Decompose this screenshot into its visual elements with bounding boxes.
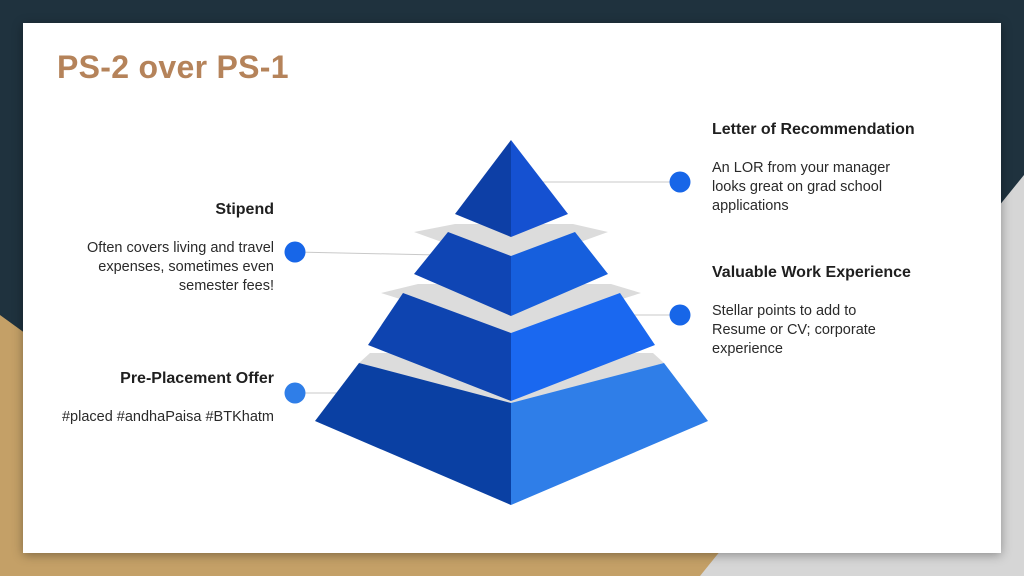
pyramid-diagram — [284, 140, 708, 505]
stipend-heading: Stipend — [215, 201, 274, 218]
experience-block: Valuable Work Experience Stellar points … — [712, 264, 942, 359]
slide-card: PS-2 over PS-1 Letter of Recommendation … — [23, 23, 1001, 553]
pyramid-tier-4-left — [315, 363, 511, 505]
pyramid-tier-1-left — [455, 140, 511, 237]
experience-heading: Valuable Work Experience — [712, 264, 911, 281]
pyramid-tier-2-right — [511, 232, 608, 316]
experience-description: Stellar points to add to Resume or CV; c… — [712, 303, 876, 357]
ppo-block: Pre-Placement Offer #placed #andhaPaisa … — [44, 370, 274, 427]
stipend-description: Often covers living and travel expenses,… — [87, 240, 274, 294]
lor-description: An LOR from your manager looks great on … — [712, 160, 891, 214]
ppo-heading: Pre-Placement Offer — [120, 370, 274, 387]
marker-dot-ppo — [284, 382, 306, 404]
lor-heading: Letter of Recommendation — [712, 121, 915, 138]
lor-block: Letter of Recommendation An LOR from you… — [712, 121, 942, 216]
stipend-block: Stipend Often covers living and travel e… — [44, 201, 274, 296]
pyramid-tier-1-right — [511, 140, 568, 237]
marker-dot-lor — [669, 171, 691, 193]
marker-dot-stipend — [284, 241, 306, 263]
connector-line-stipend — [294, 251, 439, 256]
pyramid-tier-4-right — [511, 363, 708, 505]
pyramid-tier-3-right — [511, 293, 655, 401]
pyramid-separator-1 — [414, 224, 608, 267]
ppo-description: #placed #andhaPaisa #BTKhatm — [61, 409, 274, 425]
pyramid-tier-3-left — [368, 293, 511, 401]
pyramid-tier-2-left — [414, 232, 511, 316]
marker-dot-experience — [669, 304, 691, 326]
slide-title: PS-2 over PS-1 — [57, 49, 289, 85]
